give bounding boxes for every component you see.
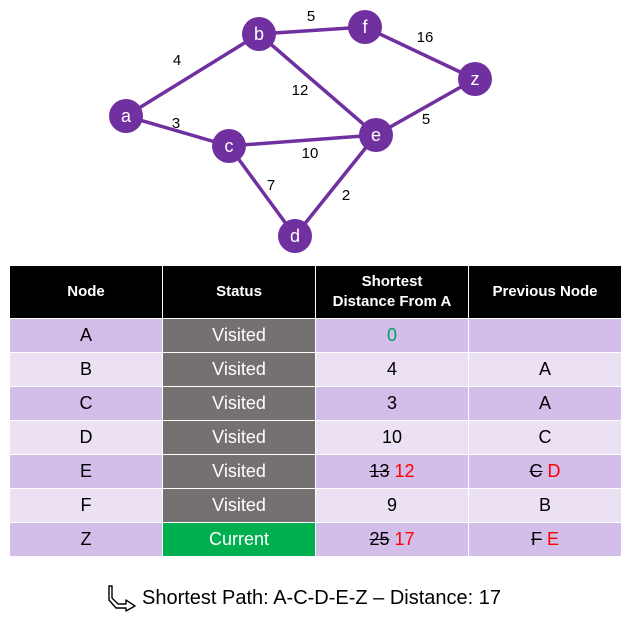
curved-arrow-icon bbox=[108, 585, 136, 612]
cell-node: C bbox=[9, 386, 163, 421]
cell-previous: B bbox=[468, 488, 622, 523]
cell-distance: 3 bbox=[315, 386, 469, 421]
node-label-d: d bbox=[290, 226, 300, 246]
cell-previous bbox=[468, 318, 622, 353]
table-row: E Visited 13 12 C D bbox=[9, 454, 622, 489]
cell-distance: 10 bbox=[315, 420, 469, 455]
node-f bbox=[348, 10, 382, 44]
edge-e-z bbox=[374, 77, 477, 137]
node-d bbox=[278, 219, 312, 253]
distance-new-value: 12 bbox=[394, 461, 415, 481]
edge-a-c bbox=[124, 114, 231, 148]
cell-previous: A bbox=[468, 352, 622, 387]
previous-new-value: D bbox=[547, 461, 561, 481]
edge-c-e bbox=[227, 133, 378, 148]
header-distance: Shortest Distance From A bbox=[315, 265, 469, 319]
cell-status: Visited bbox=[162, 420, 316, 455]
edge-b-f bbox=[257, 25, 367, 36]
cell-distance: 25 17 bbox=[315, 522, 469, 557]
edge-d-e bbox=[293, 133, 378, 238]
cell-node: D bbox=[9, 420, 163, 455]
cell-distance: 4 bbox=[315, 352, 469, 387]
cell-previous: A bbox=[468, 386, 622, 421]
node-b bbox=[242, 17, 276, 51]
node-label-e: e bbox=[371, 125, 381, 145]
edge-a-b bbox=[124, 32, 261, 118]
distance-table: Node Status Shortest Distance From A Pre… bbox=[9, 265, 622, 557]
edge-weight-c-e: 10 bbox=[302, 145, 319, 162]
table-row: B Visited 4 A bbox=[9, 352, 622, 387]
header-distance-line2: Distance From A bbox=[332, 293, 452, 310]
cell-status: Current bbox=[162, 522, 316, 557]
table-row: A Visited 0 bbox=[9, 318, 622, 353]
cell-status: Visited bbox=[162, 386, 316, 421]
edge-weight-d-e: 2 bbox=[342, 187, 350, 204]
cell-distance: 0 bbox=[315, 318, 469, 353]
cell-node: A bbox=[9, 318, 163, 353]
node-z bbox=[458, 62, 492, 96]
graph-diagram: 4 3 5 12 10 7 2 5 16 a b c d e f z bbox=[109, 8, 492, 253]
cell-distance: 9 bbox=[315, 488, 469, 523]
table-header-row: Node Status Shortest Distance From A Pre… bbox=[9, 265, 622, 319]
edge-f-z bbox=[363, 25, 477, 81]
node-c bbox=[212, 129, 246, 163]
distance-old-value: 25 bbox=[369, 529, 390, 549]
cell-node: B bbox=[9, 352, 163, 387]
edge-weight-a-c: 3 bbox=[172, 115, 180, 132]
cell-node: Z bbox=[9, 522, 163, 557]
edge-weight-f-z: 16 bbox=[417, 29, 434, 46]
node-label-a: a bbox=[121, 106, 132, 126]
edge-weight-a-b: 4 bbox=[173, 52, 181, 69]
shortest-path-text: Shortest Path: A-C-D-E-Z – Distance: 17 bbox=[142, 586, 502, 609]
cell-status: Visited bbox=[162, 318, 316, 353]
previous-old-value: F bbox=[530, 529, 542, 549]
table-row: D Visited 10 C bbox=[9, 420, 622, 455]
table-row: C Visited 3 A bbox=[9, 386, 622, 421]
edge-weight-b-f: 5 bbox=[307, 8, 315, 25]
node-label-z: z bbox=[471, 69, 480, 89]
cell-distance: 13 12 bbox=[315, 454, 469, 489]
node-label-b: b bbox=[254, 24, 264, 44]
node-label-c: c bbox=[225, 136, 234, 156]
header-previous: Previous Node bbox=[468, 265, 622, 319]
previous-old-value: C bbox=[529, 461, 543, 481]
distance-value: 0 bbox=[386, 325, 397, 345]
header-node: Node bbox=[9, 265, 163, 319]
previous-new-value: E bbox=[547, 529, 560, 549]
table-row: Z Current 25 17 F E bbox=[9, 522, 622, 557]
cell-status: Visited bbox=[162, 488, 316, 523]
node-a bbox=[109, 99, 143, 133]
header-status: Status bbox=[162, 265, 316, 319]
cell-previous: C D bbox=[468, 454, 622, 489]
shortest-path-summary: Shortest Path: A-C-D-E-Z – Distance: 17 bbox=[108, 583, 501, 613]
cell-previous: C bbox=[468, 420, 622, 455]
cell-status: Visited bbox=[162, 454, 316, 489]
edge-c-d bbox=[227, 144, 297, 238]
table-row: F Visited 9 B bbox=[9, 488, 622, 523]
edge-b-e bbox=[257, 32, 378, 137]
edge-weight-b-e: 12 bbox=[292, 82, 309, 99]
edge-weight-e-z: 5 bbox=[422, 111, 430, 128]
node-label-f: f bbox=[362, 17, 368, 37]
cell-status: Visited bbox=[162, 352, 316, 387]
edge-weight-c-d: 7 bbox=[267, 177, 275, 194]
distance-new-value: 17 bbox=[394, 529, 415, 549]
header-distance-line1: Shortest bbox=[361, 273, 423, 290]
node-e bbox=[359, 118, 393, 152]
cell-node: E bbox=[9, 454, 163, 489]
cell-previous: F E bbox=[468, 522, 622, 557]
cell-node: F bbox=[9, 488, 163, 523]
distance-old-value: 13 bbox=[369, 461, 390, 481]
